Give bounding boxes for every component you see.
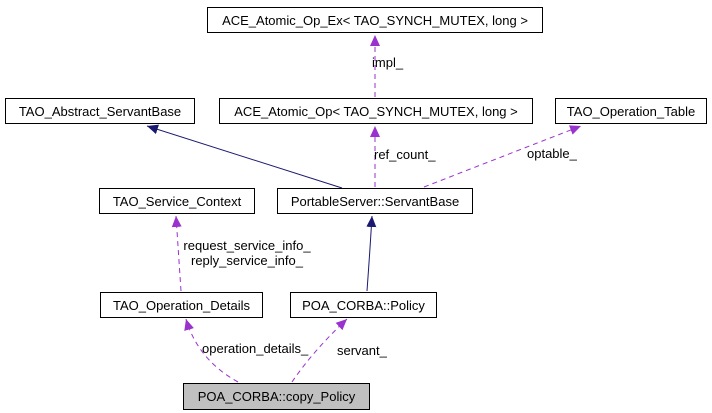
edge-label-operation-details: operation_details_ (202, 341, 309, 356)
edge-label-ref-count: ref_count_ (374, 147, 436, 162)
node-ace-atomic-op-ex[interactable]: ACE_Atomic_Op_Ex< TAO_SYNCH_MUTEX, long … (207, 7, 543, 33)
edge-optable (423, 125, 582, 188)
edge-label-request-service-info: request_service_info_ (183, 238, 311, 253)
edge-operation-details (184, 318, 239, 383)
edge-label-impl: impl_ (372, 55, 404, 70)
edge-service-info (171, 215, 182, 292)
node-tao-operation-table[interactable]: TAO_Operation_Table (555, 98, 707, 124)
edge-label-optable: optable_ (527, 146, 577, 161)
edge-label-servant: servant_ (337, 343, 387, 358)
node-tao-abstract-servantbase[interactable]: TAO_Abstract_ServantBase (5, 98, 195, 124)
node-tao-operation-details[interactable]: TAO_Operation_Details (100, 292, 263, 318)
node-tao-service-context[interactable]: TAO_Service_Context (99, 188, 255, 214)
node-ace-atomic-op[interactable]: ACE_Atomic_Op< TAO_SYNCH_MUTEX, long > (219, 98, 533, 124)
edge-servantbase-inherits-abstract (146, 124, 343, 189)
edge-policy-inherits-servantbase (366, 215, 377, 292)
node-poa-corba-policy[interactable]: POA_CORBA::Policy (290, 292, 437, 318)
node-poa-corba-copy-policy[interactable]: POA_CORBA::copy_Policy (183, 383, 370, 410)
node-portableserver-servantbase[interactable]: PortableServer::ServantBase (277, 188, 473, 214)
edge-label-service-info: request_service_info_ reply_service_info… (180, 238, 314, 268)
edge-label-reply-service-info: reply_service_info_ (190, 253, 303, 268)
edge-servant (291, 318, 348, 383)
